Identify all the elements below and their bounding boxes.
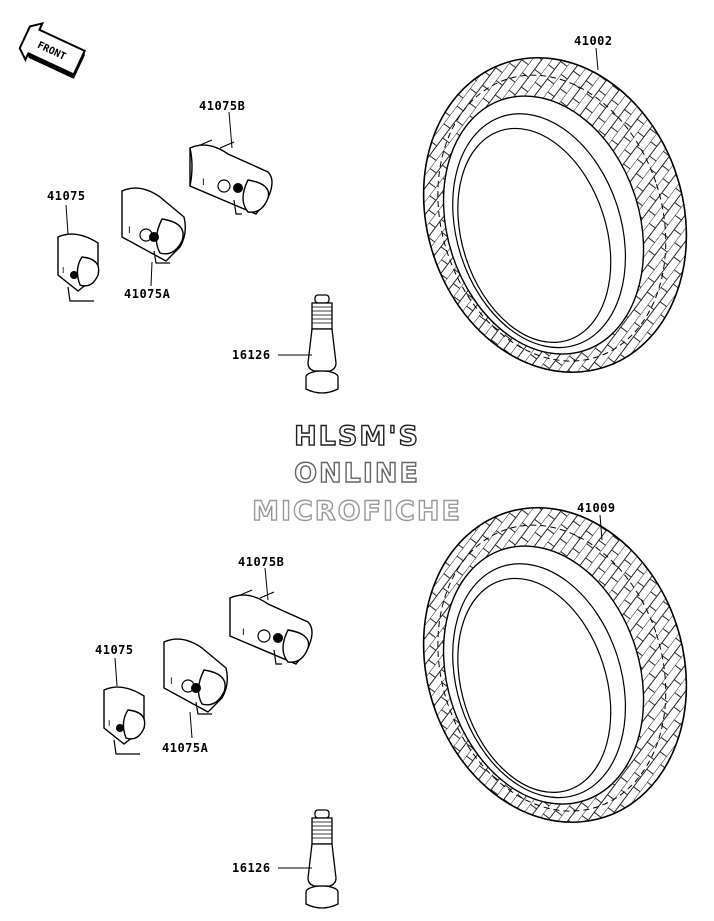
balance-weight-icon: I [229,589,313,665]
part-label-41075-top[interactable]: 41075 [47,189,86,203]
valve-stem-icon [305,294,339,394]
svg-text:I: I [170,677,173,687]
part-label-41075a-top[interactable]: 41075A [124,287,171,301]
balance-weight-icon: I [189,139,273,215]
watermark-line-3: MICROFICHE [251,495,462,527]
leader-lines [65,47,603,869]
part-label-41075b-top[interactable]: 41075B [199,99,246,113]
part-label-41075-bottom[interactable]: 41075 [95,643,134,657]
part-label-16126-bottom[interactable]: 16126 [232,861,271,875]
part-label-41002[interactable]: 41002 [574,34,613,48]
watermark-line-2: ONLINE [293,457,420,489]
part-label-41009[interactable]: 41009 [577,501,616,515]
svg-text:I: I [108,719,110,728]
front-arrow-icon: FRONT [18,21,87,79]
tire-icon [422,56,688,374]
tire-icon [422,506,688,824]
balance-weight-icon: I [103,686,146,755]
balance-weight-icon: I [57,233,100,302]
watermark-line-1: HLSM'S [293,420,420,452]
part-label-16126-top[interactable]: 16126 [232,348,271,362]
balance-weight-icon: I [121,187,187,264]
part-label-41075a-bottom[interactable]: 41075A [162,741,209,755]
valve-stem-icon [305,809,339,909]
svg-text:I: I [62,266,64,275]
svg-text:I: I [242,628,245,638]
balance-weight-icon: I [163,638,229,715]
svg-text:I: I [128,226,131,236]
part-label-41075b-bottom[interactable]: 41075B [238,555,285,569]
svg-text:I: I [202,178,205,188]
